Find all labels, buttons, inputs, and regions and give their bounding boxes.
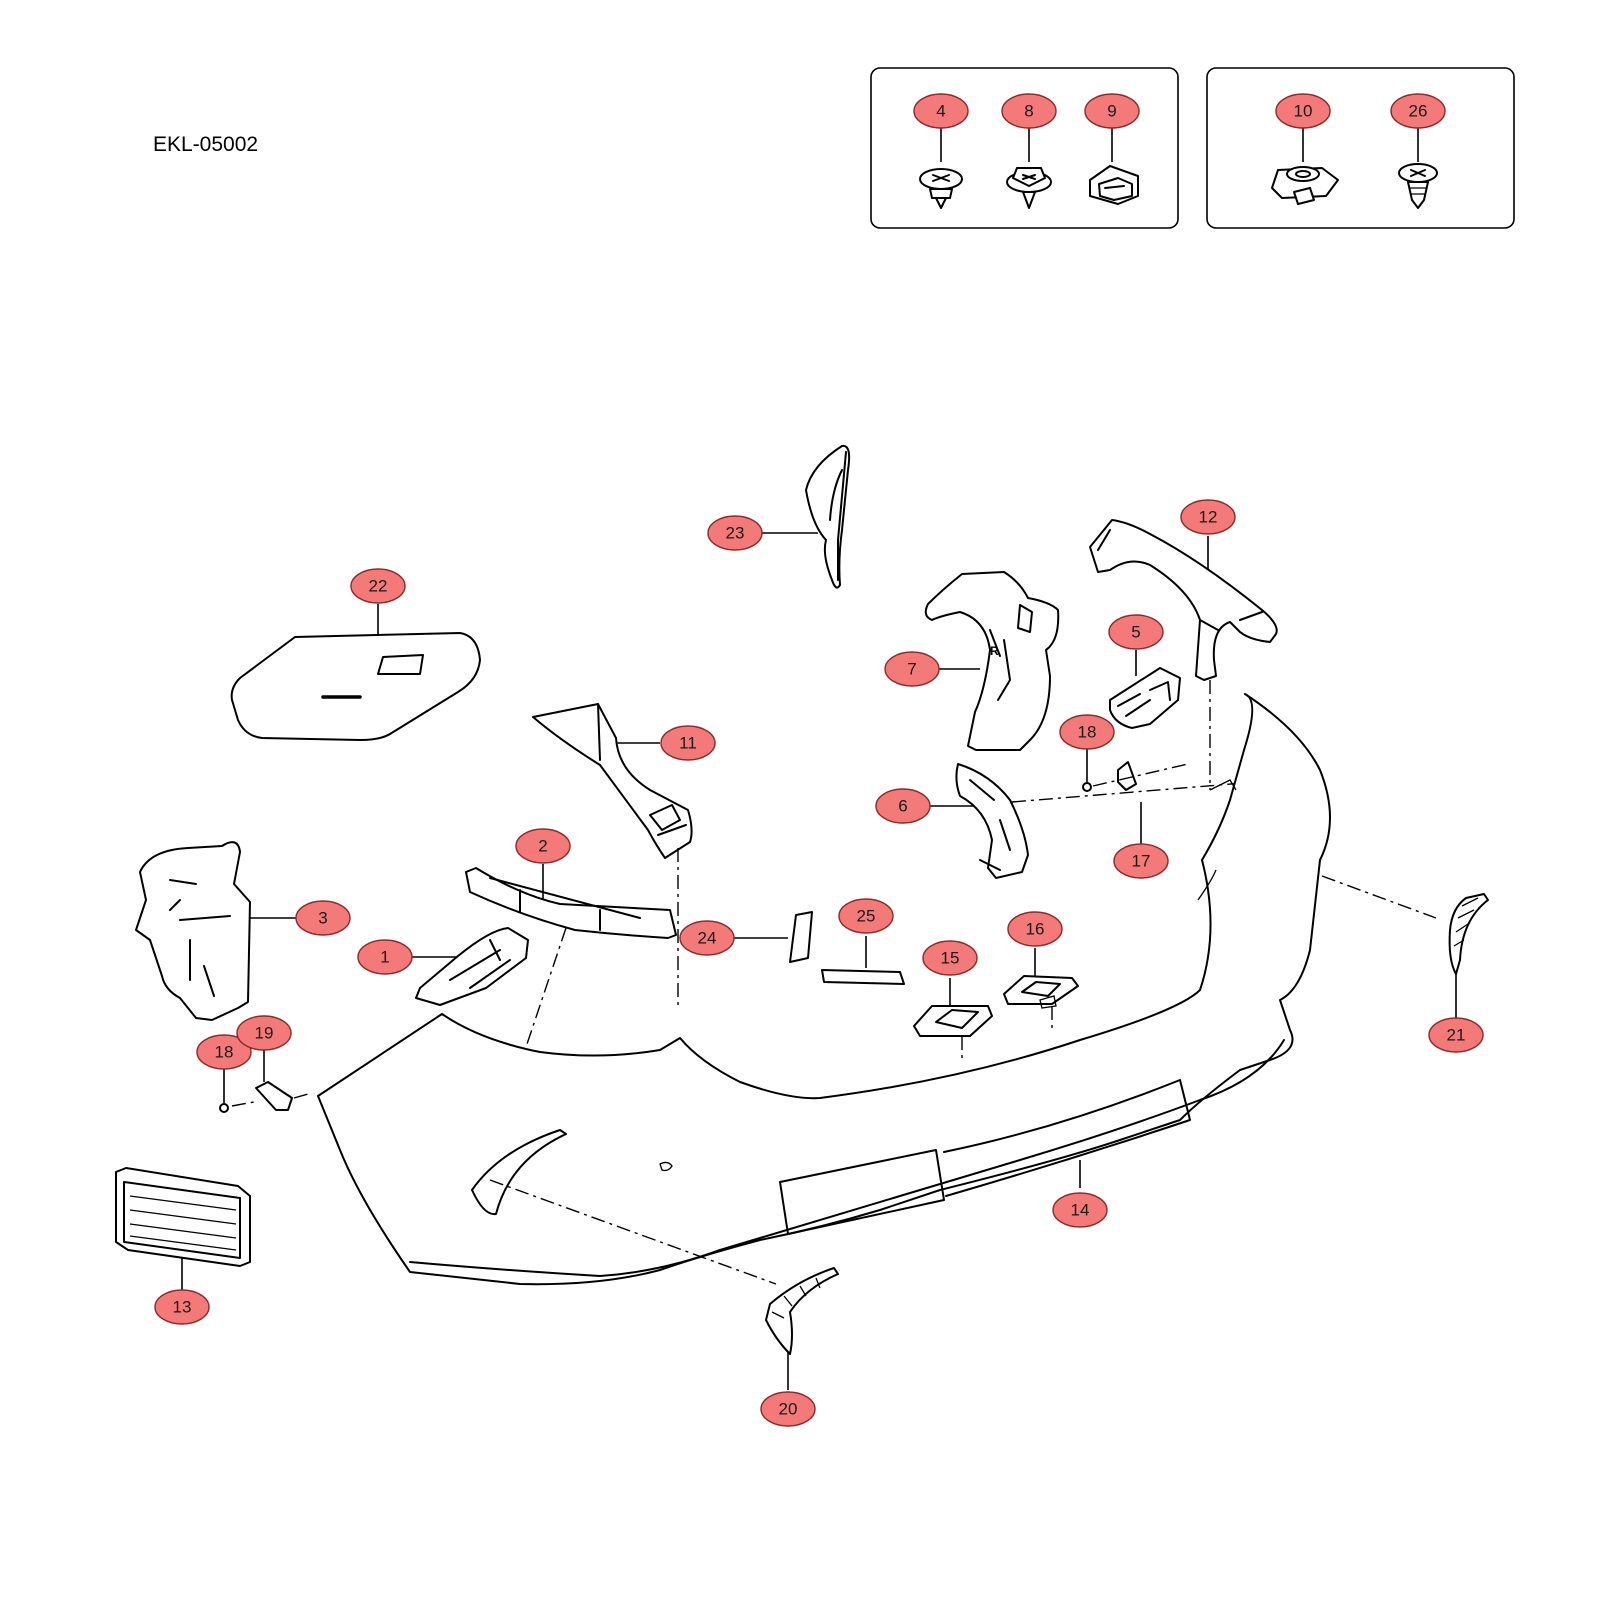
callout-26: 26 bbox=[1390, 93, 1446, 129]
callout-20: 20 bbox=[760, 1391, 816, 1427]
callout-25: 25 bbox=[838, 898, 894, 934]
callout-9: 9 bbox=[1084, 93, 1140, 129]
part-17-clip bbox=[1117, 761, 1142, 844]
fastener-box-left bbox=[870, 67, 1179, 229]
part-2-bracket bbox=[465, 864, 677, 939]
callout-10: 10 bbox=[1275, 93, 1331, 129]
callout-16-label: 16 bbox=[1026, 920, 1045, 939]
callout-22-label: 22 bbox=[369, 577, 388, 596]
part-18-nut-left bbox=[219, 1068, 229, 1113]
callout-8: 8 bbox=[1001, 93, 1057, 129]
part-19-clip bbox=[255, 1050, 293, 1111]
callout-21: 21 bbox=[1428, 1017, 1484, 1053]
callout-25-label: 25 bbox=[857, 907, 876, 926]
callout-23-label: 23 bbox=[726, 524, 745, 543]
callout-17: 17 bbox=[1113, 843, 1169, 879]
callout-12: 12 bbox=[1180, 499, 1236, 535]
part-7-bracket: R bbox=[924, 571, 1060, 751]
callout-18-right-label: 18 bbox=[1078, 723, 1097, 742]
diagram-code: EKL-05002 bbox=[153, 133, 258, 156]
callout-11-label: 11 bbox=[679, 734, 697, 753]
vertical-guides bbox=[677, 680, 1211, 1060]
guide-line-2 bbox=[524, 927, 567, 1051]
callout-13: 13 bbox=[154, 1289, 210, 1325]
part-21-trim bbox=[1448, 893, 1489, 1018]
callout-6-label: 6 bbox=[898, 797, 907, 816]
callout-15-label: 15 bbox=[941, 949, 960, 968]
callout-21-label: 21 bbox=[1447, 1026, 1466, 1045]
callout-1: 1 bbox=[357, 939, 413, 975]
callout-2-label: 2 bbox=[538, 837, 547, 856]
part-1-bracket bbox=[412, 927, 529, 1006]
callout-2: 2 bbox=[515, 828, 571, 864]
callout-9-label: 9 bbox=[1107, 102, 1116, 121]
callout-1-label: 1 bbox=[380, 948, 389, 967]
callout-11: 11 bbox=[660, 725, 716, 761]
callout-24: 24 bbox=[679, 920, 735, 956]
guide-lines-trim bbox=[489, 875, 1437, 1285]
callout-20-label: 20 bbox=[779, 1400, 798, 1419]
callout-14: 14 bbox=[1052, 1192, 1108, 1228]
part-4-screw bbox=[919, 128, 963, 209]
part-26-screw bbox=[1398, 128, 1438, 209]
callout-4: 4 bbox=[913, 93, 969, 129]
guide-lines-left bbox=[231, 1093, 309, 1107]
callout-5: 5 bbox=[1108, 614, 1164, 650]
callout-19-label: 19 bbox=[255, 1024, 274, 1043]
part-3-bracket bbox=[135, 841, 298, 1021]
part-12-bracket bbox=[1089, 519, 1278, 681]
callout-10-label: 10 bbox=[1294, 102, 1313, 121]
callout-18-right: 18 bbox=[1059, 714, 1115, 750]
callout-14-label: 14 bbox=[1071, 1201, 1090, 1220]
callout-23: 23 bbox=[707, 515, 763, 551]
part-10-clip bbox=[1271, 128, 1339, 205]
part-24-pad bbox=[734, 911, 813, 963]
callout-15: 15 bbox=[922, 940, 978, 976]
callout-7: 7 bbox=[884, 651, 940, 687]
part-9-clip bbox=[1089, 128, 1139, 205]
callout-12-label: 12 bbox=[1199, 508, 1218, 527]
callout-4-label: 4 bbox=[936, 102, 945, 121]
part-6-bracket bbox=[930, 763, 1029, 879]
svg-text:R: R bbox=[990, 644, 999, 658]
part-20-trim bbox=[765, 1267, 839, 1390]
callout-17-label: 17 bbox=[1132, 852, 1151, 871]
callout-6: 6 bbox=[875, 788, 931, 824]
part-5-bracket bbox=[1109, 650, 1181, 729]
callout-3: 3 bbox=[295, 900, 351, 936]
callout-7-label: 7 bbox=[907, 660, 916, 679]
part-8-hex-screw bbox=[1006, 128, 1052, 209]
part-22-panel bbox=[230, 604, 481, 741]
part-15-bezel bbox=[913, 978, 993, 1037]
callout-3-label: 3 bbox=[318, 909, 327, 928]
callout-18-left-label: 18 bbox=[215, 1043, 234, 1062]
callout-13-label: 13 bbox=[173, 1298, 192, 1317]
part-11-bracket bbox=[532, 703, 693, 859]
callout-24-label: 24 bbox=[698, 929, 717, 948]
part-13-vent bbox=[115, 1167, 251, 1290]
part-14-bumper bbox=[317, 693, 1331, 1286]
callout-26-label: 26 bbox=[1409, 102, 1428, 121]
part-25-foam bbox=[821, 936, 905, 985]
callout-16: 16 bbox=[1007, 911, 1063, 947]
fastener-box-right bbox=[1206, 67, 1515, 229]
callout-18-left: 18 bbox=[196, 1034, 252, 1070]
callout-8-label: 8 bbox=[1024, 102, 1033, 121]
callout-5-label: 5 bbox=[1131, 623, 1140, 642]
part-16-bezel bbox=[1003, 948, 1079, 1005]
callout-19: 19 bbox=[236, 1015, 292, 1051]
part-18-nut-right bbox=[1082, 748, 1092, 792]
part-23-seal bbox=[762, 444, 851, 589]
callout-22: 22 bbox=[350, 568, 406, 604]
